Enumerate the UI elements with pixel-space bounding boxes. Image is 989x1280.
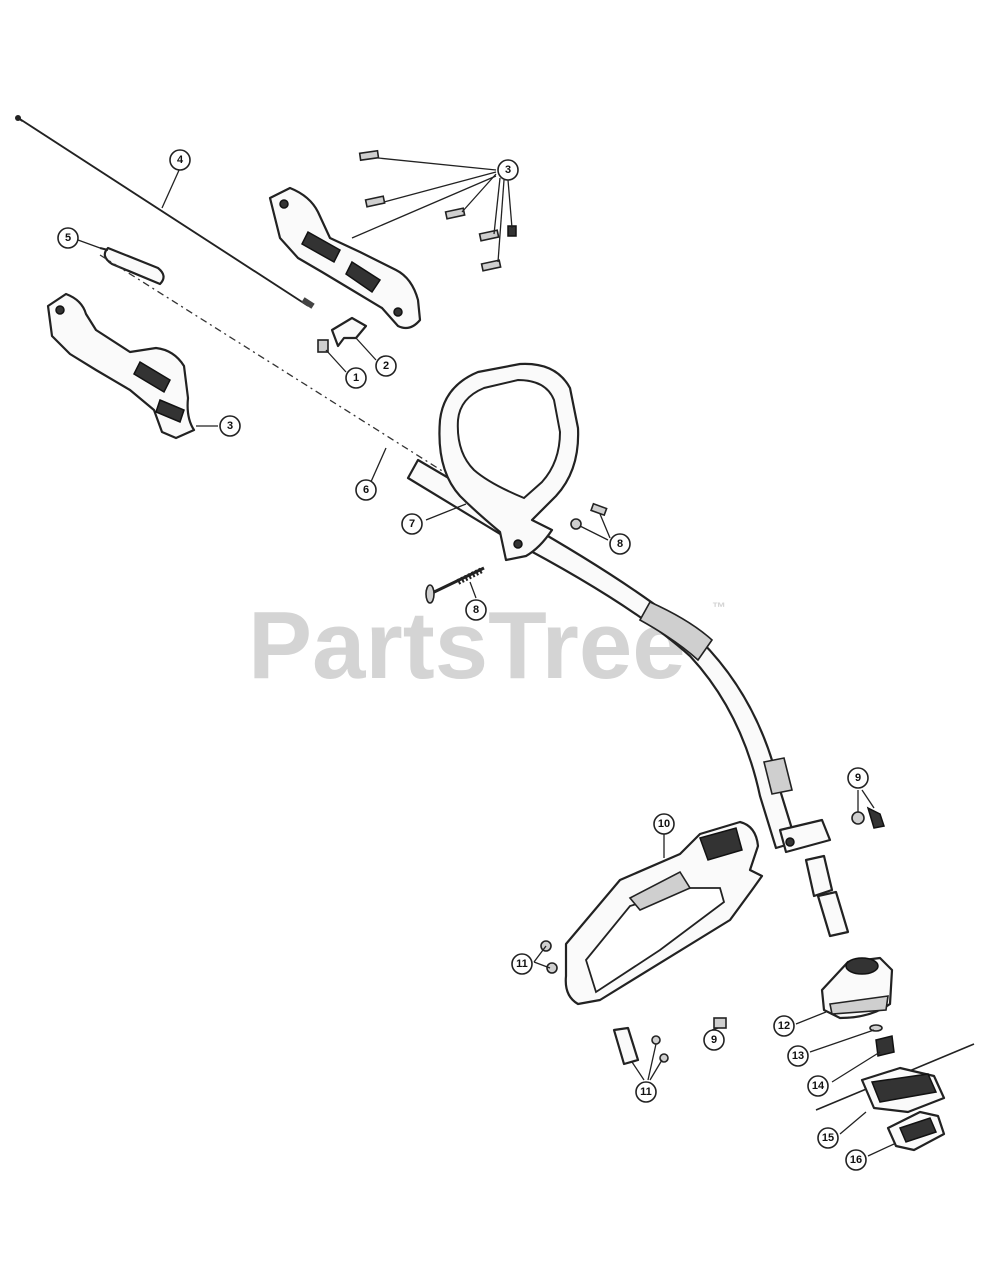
svg-text:9: 9 xyxy=(711,1034,717,1046)
svg-text:6: 6 xyxy=(363,484,369,496)
part-14-spring[interactable] xyxy=(875,1035,895,1057)
watermark-tm: ™ xyxy=(712,599,726,615)
callout-1: 1 xyxy=(345,367,367,389)
shaft-coupler[interactable] xyxy=(804,854,850,938)
callout-7: 7 xyxy=(401,513,423,535)
leader-lines xyxy=(77,157,895,1157)
callout-3-upper: 3 xyxy=(497,159,519,181)
svg-text:3: 3 xyxy=(505,164,511,176)
svg-text:4: 4 xyxy=(177,154,184,166)
svg-text:7: 7 xyxy=(409,518,415,530)
callout-5: 5 xyxy=(57,227,79,249)
part-2-trigger[interactable] xyxy=(330,316,368,348)
svg-text:3: 3 xyxy=(227,420,233,432)
svg-text:5: 5 xyxy=(65,232,71,244)
callout-2: 2 xyxy=(375,355,397,377)
callout-8-right: 8 xyxy=(609,533,631,555)
svg-text:11: 11 xyxy=(640,1086,652,1098)
screw-icon xyxy=(358,149,517,272)
part-15-spool[interactable] xyxy=(815,1043,975,1114)
svg-text:8: 8 xyxy=(473,604,479,616)
callout-3-lower: 3 xyxy=(219,415,241,437)
callout-15: 15 xyxy=(817,1127,839,1149)
svg-text:12: 12 xyxy=(778,1020,790,1032)
callout-4: 4 xyxy=(169,149,191,171)
part-16-bump-knob[interactable] xyxy=(886,1110,946,1152)
part-10-guard[interactable] xyxy=(564,820,764,1006)
callout-14: 14 xyxy=(807,1075,829,1097)
part-3-screws[interactable] xyxy=(358,149,517,272)
callout-11-left: 11 xyxy=(511,953,533,975)
lower-handle-housing[interactable] xyxy=(46,292,196,440)
callout-10: 10 xyxy=(653,813,675,835)
callout-11-lower: 11 xyxy=(635,1081,657,1103)
svg-text:13: 13 xyxy=(792,1050,804,1062)
upper-handle-housing[interactable] xyxy=(268,186,422,330)
svg-text:9: 9 xyxy=(855,772,861,784)
part-5-foam-grip[interactable] xyxy=(99,246,165,286)
part-12-spool-housing[interactable] xyxy=(820,956,894,1020)
part-1-small-screw[interactable] xyxy=(317,339,329,353)
svg-text:11: 11 xyxy=(516,958,528,970)
callout-6: 6 xyxy=(355,479,377,501)
callout-16: 16 xyxy=(845,1149,867,1171)
svg-text:14: 14 xyxy=(812,1080,825,1092)
callout-9-upper: 9 xyxy=(847,767,869,789)
part-9-clamp[interactable] xyxy=(713,806,885,1029)
callout-8-lower: 8 xyxy=(465,599,487,621)
svg-text:16: 16 xyxy=(850,1154,862,1166)
svg-text:1: 1 xyxy=(353,372,359,384)
callout-12: 12 xyxy=(773,1015,795,1037)
part-4-throttle-cable[interactable] xyxy=(15,115,315,311)
part-7-d-handle[interactable] xyxy=(438,362,580,562)
part-13-washer[interactable] xyxy=(869,1024,883,1032)
svg-text:8: 8 xyxy=(617,538,623,550)
bolt-icon xyxy=(425,566,485,604)
callout-9-lower: 9 xyxy=(703,1029,725,1051)
svg-text:15: 15 xyxy=(822,1132,834,1144)
part-8-fasteners[interactable] xyxy=(425,502,608,604)
svg-text:10: 10 xyxy=(658,818,670,830)
svg-text:2: 2 xyxy=(383,360,389,372)
callout-13: 13 xyxy=(787,1045,809,1067)
screw-icon xyxy=(570,502,608,530)
